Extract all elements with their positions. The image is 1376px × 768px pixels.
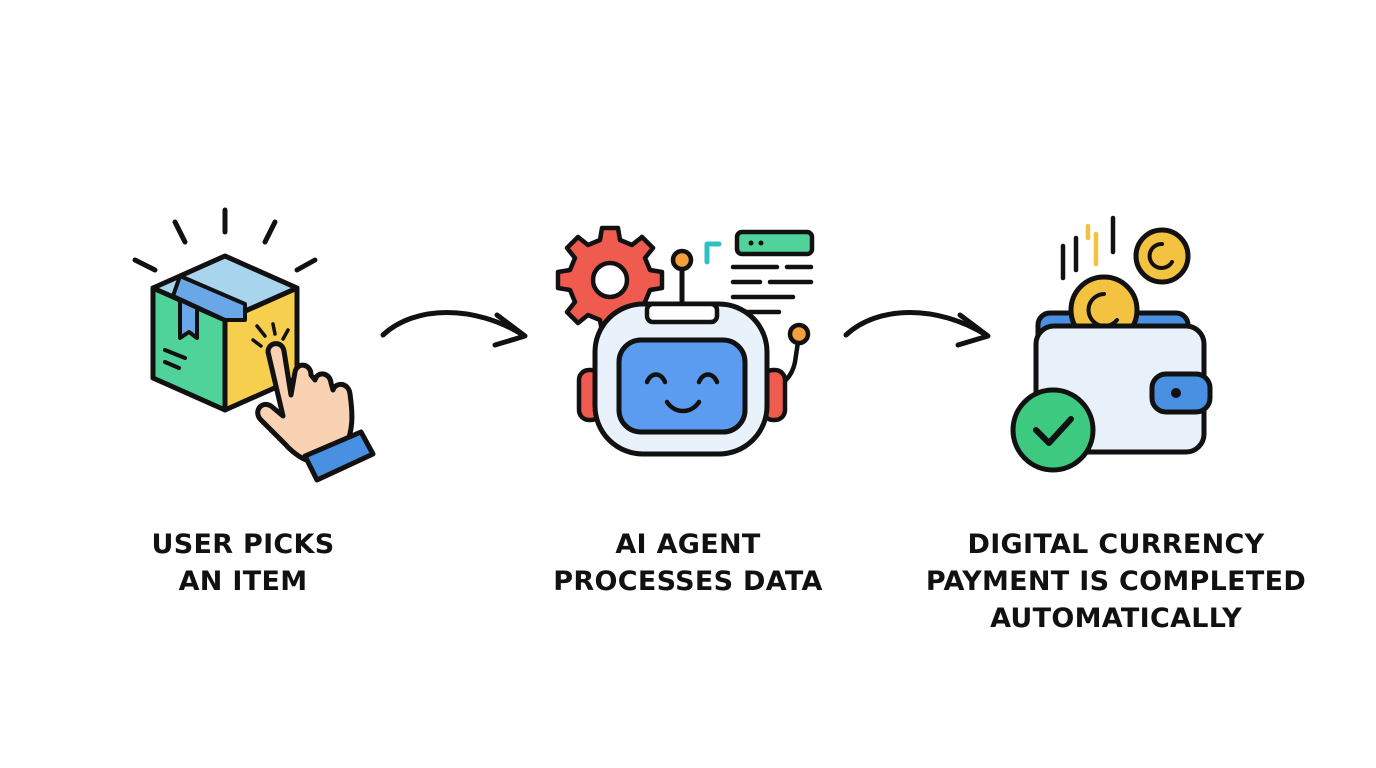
step-2-label-line-2: PROCESSES DATA [528,563,848,600]
step-3-label-line-3: AUTOMATICALLY [906,600,1326,637]
robot-icon [555,222,830,467]
step-3-label-line-2: PAYMENT IS COMPLETED [906,563,1326,600]
box-tap-icon [125,200,385,490]
flow-arrow-1 [375,295,540,355]
step-1-label: USER PICKS AN ITEM [108,526,378,600]
step-1-label-line-2: AN ITEM [108,563,378,600]
step-3-label-line-1: DIGITAL CURRENCY [906,526,1326,563]
step-2-label: AI AGENT PROCESSES DATA [528,526,848,600]
flow-arrow-2 [838,295,1003,355]
step-3-label: DIGITAL CURRENCY PAYMENT IS COMPLETED AU… [906,526,1326,637]
step-2-label-line-1: AI AGENT [528,526,848,563]
wallet-payment-icon [1000,208,1225,483]
step-1-label-line-1: USER PICKS [108,526,378,563]
